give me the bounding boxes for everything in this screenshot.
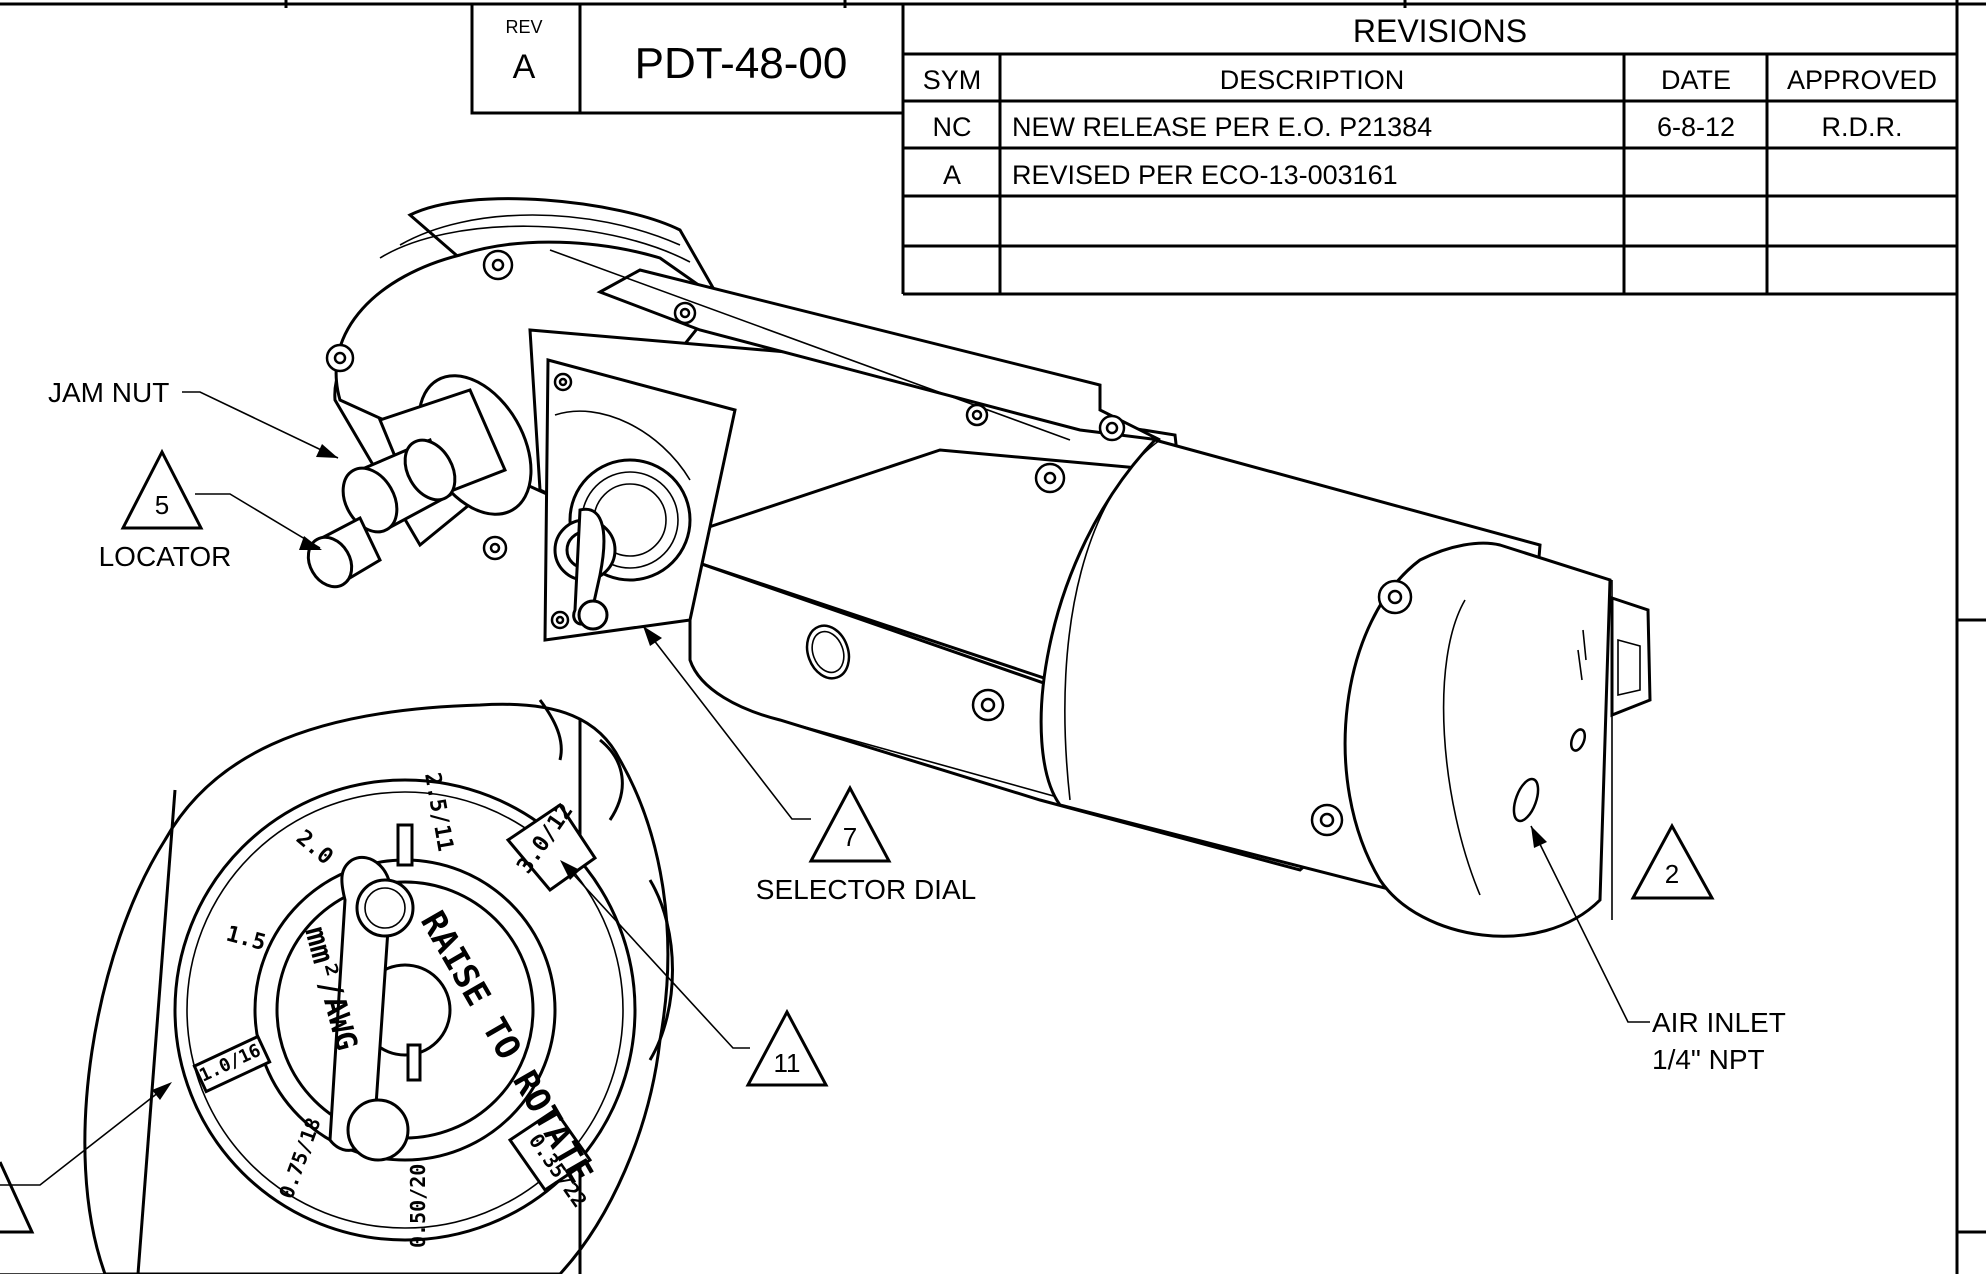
title-block: REV A PDT-48-00 [470,4,905,115]
air-inlet-number: 2 [1665,859,1679,889]
locator-label: LOCATOR [99,541,232,572]
screw-heads [325,249,1413,837]
rev-row-date: 6-8-12 [1657,112,1735,142]
col-approved: APPROVED [1787,65,1937,95]
col-description: DESCRIPTION [1220,65,1405,95]
col-date: DATE [1661,65,1731,95]
air-inlet-port [1512,777,1540,823]
selector-label: SELECTOR DIAL [756,874,976,905]
dial-flag [745,1008,829,1087]
dial-detail-view: 2.5/11 3.0/12 2.0 1.5 1.0/16 0.75/18 0.5… [0,699,674,1274]
rev-value: A [513,48,536,86]
selector-number: 7 [843,822,857,852]
dial-number: 11 [774,1048,801,1078]
rev-label: REV [505,17,542,37]
locator-number: 5 [155,490,169,520]
selector-flag [808,784,892,863]
jam-nut-label: JAM NUT [48,377,169,408]
part-number: PDT-48-00 [635,39,848,88]
rev-row-description: REVISED PER ECO-13-003161 [1012,160,1398,190]
air-inlet-label-1: AIR INLET [1652,1007,1786,1038]
callouts: JAM NUT 5 LOCATOR 7 SELECTOR DIAL 2 AIR … [0,377,1786,1234]
dial-mark: 0.50/20 [406,1164,430,1248]
rev-row-sym: A [943,160,961,190]
revisions-table: REVISIONS SYM DESCRIPTION DATE APPROVED … [901,13,1957,296]
rev-row-approved: R.D.R. [1822,112,1903,142]
revisions-title: REVISIONS [1353,13,1527,49]
air-inlet-label-2: 1/4" NPT [1652,1044,1765,1075]
end-cap [1343,541,1612,938]
col-sym: SYM [923,65,982,95]
rev-row-sym: NC [933,112,972,142]
air-inlet-flag [1630,822,1715,900]
locator-flag [120,448,204,530]
rev-row-description: NEW RELEASE PER E.O. P21384 [1012,112,1432,142]
